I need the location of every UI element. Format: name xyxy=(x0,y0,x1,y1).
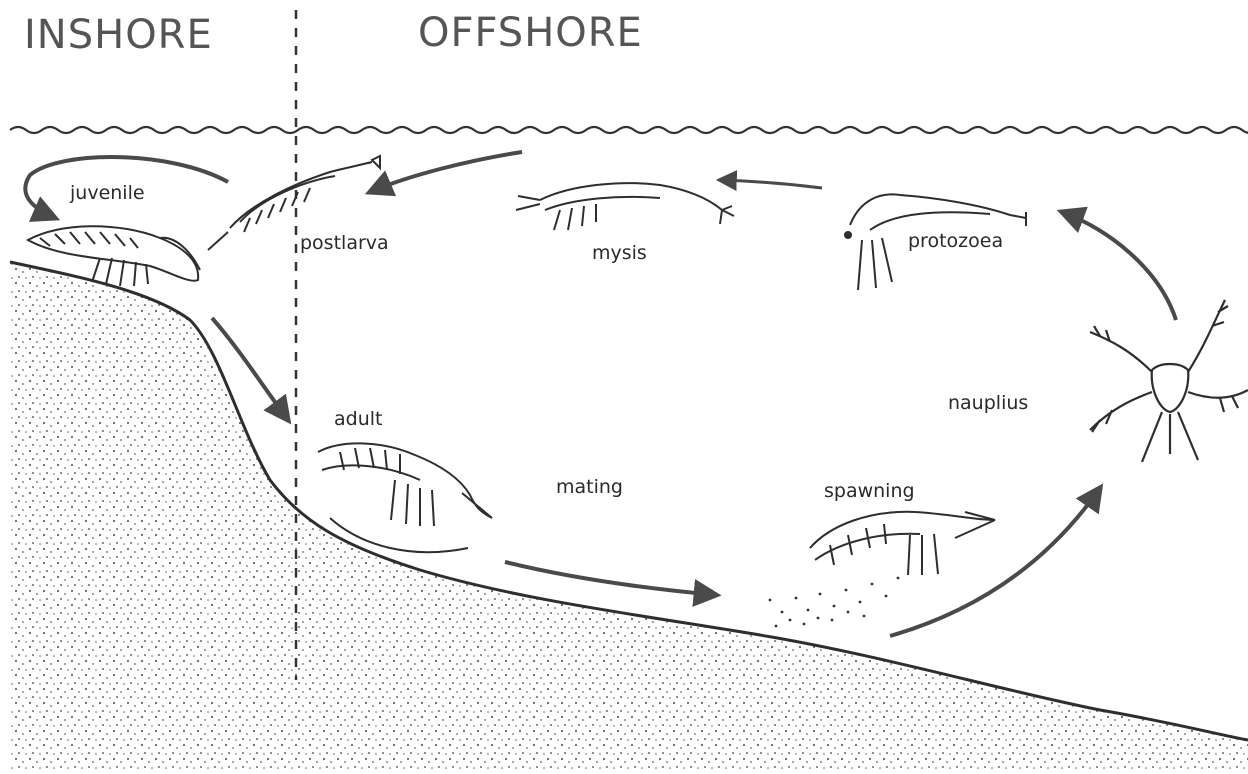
arrow-protozoea-to-mysis xyxy=(720,180,822,188)
inshore-title: INSHORE xyxy=(24,12,213,58)
spawned-eggs xyxy=(769,577,900,628)
arrow-nauplius-to-protozoea xyxy=(1062,212,1176,320)
label-protozoea: protozoea xyxy=(908,230,1003,252)
adult-shrimp xyxy=(318,443,492,552)
nauplius-larva xyxy=(1090,300,1248,462)
water-surface xyxy=(10,127,1248,133)
spawning-shrimp xyxy=(810,512,995,575)
label-postlarva: postlarva xyxy=(300,232,389,254)
mysis-larva xyxy=(516,183,734,230)
label-juvenile: juvenile xyxy=(70,182,145,204)
arrow-mating-to-spawning xyxy=(505,562,716,595)
label-mating: mating xyxy=(556,476,623,498)
label-nauplius: nauplius xyxy=(948,392,1028,414)
arrow-mysis-to-postlarva xyxy=(370,152,522,192)
label-mysis: mysis xyxy=(592,242,647,264)
label-adult: adult xyxy=(334,408,382,430)
label-spawning: spawning xyxy=(824,480,915,502)
offshore-title: OFFSHORE xyxy=(418,10,643,56)
